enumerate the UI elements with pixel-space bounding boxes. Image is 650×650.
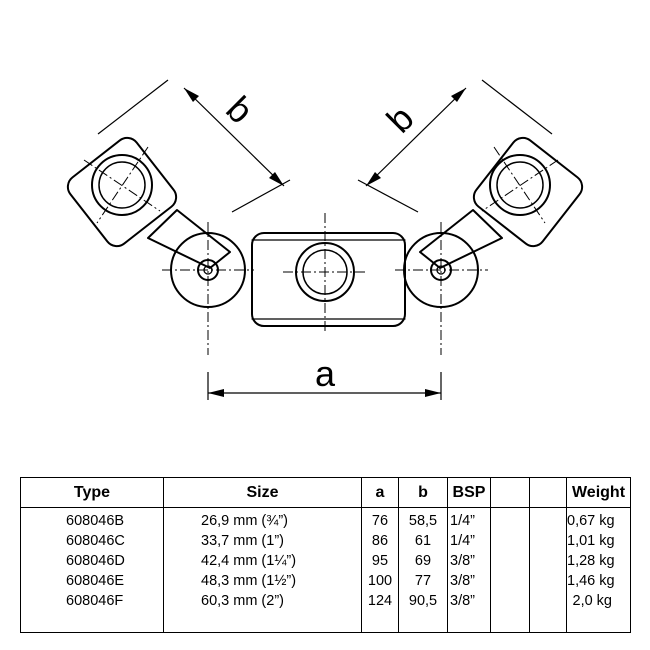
- cell-a: 76: [361, 507, 399, 531]
- centerline-right-socket-b: [493, 146, 546, 224]
- cell-b: 58,5: [398, 507, 448, 531]
- cell-weight: 1,28 kg: [566, 551, 631, 571]
- header-b: b: [398, 477, 448, 508]
- cell-weight: 1,01 kg: [566, 531, 631, 551]
- dim-b-left-arrow-top: [184, 88, 199, 102]
- cell-size: 42,4 mm (1¼”): [163, 551, 362, 571]
- dim-b-right-arrow-bottom: [366, 172, 381, 186]
- header-size: Size: [163, 477, 362, 508]
- centerline-left-socket-b: [96, 146, 149, 224]
- left-arm: [147, 209, 231, 269]
- table-row: 608046F 60,3 mm (2”) 124 90,5 3/8” 2,0 k…: [21, 591, 631, 611]
- left-socket-outer: [91, 154, 153, 216]
- dim-b-right-ext-inner: [357, 179, 419, 213]
- table-header-row: Type Size a b BSP Weight: [20, 477, 631, 508]
- left-socket-block: [66, 136, 178, 248]
- cell-blank: [529, 591, 567, 611]
- table-row: 608046E 48,3 mm (1½”) 100 77 3/8” 1,46 k…: [21, 571, 631, 591]
- dim-a-label: a: [315, 353, 336, 394]
- cell-type: 608046B: [66, 513, 125, 529]
- table-filler-row: [21, 611, 631, 633]
- table-row: 608046C 33,7 mm (1”) 86 61 1/4” 1,01 kg: [21, 531, 631, 551]
- dim-b-left-ext-outer: [97, 79, 169, 135]
- cell-blank: [566, 611, 631, 633]
- right-socket-block: [472, 136, 584, 248]
- cell-b: 61: [398, 531, 448, 551]
- fitting-drawing: a b b: [66, 79, 584, 400]
- cell-blank: [21, 611, 164, 633]
- dim-b-left-ext-inner: [231, 179, 291, 213]
- dim-a-arrow-left: [208, 389, 224, 397]
- cell-a: 95: [361, 551, 399, 571]
- cell-bsp: 1/4”: [447, 507, 491, 531]
- cell-bsp: 3/8”: [447, 571, 491, 591]
- spec-table: Type Size a b BSP Weight 608046B 26,9 mm…: [20, 477, 631, 633]
- cell-size: 48,3 mm (1½”): [163, 571, 362, 591]
- right-arm: [419, 209, 503, 269]
- dim-b-right-label: b: [378, 97, 421, 140]
- cell-size: 33,7 mm (1”): [163, 531, 362, 551]
- cell-blank: [361, 611, 399, 633]
- cell-type: 608046E: [66, 573, 125, 589]
- cell-b: 69: [398, 551, 448, 571]
- dim-b-left-line: [183, 87, 285, 187]
- cell-blank: [490, 571, 530, 591]
- cell-size: 26,9 mm (¾”): [163, 507, 362, 531]
- cell-weight: 2,0 kg: [566, 591, 631, 611]
- cell-b: 90,5: [398, 591, 448, 611]
- cell-bsp: 1/4”: [447, 531, 491, 551]
- cell-blank: [398, 611, 448, 633]
- header-bsp: BSP: [447, 477, 491, 508]
- cell-weight: 1,46 kg: [566, 571, 631, 591]
- cell-blank: [490, 531, 530, 551]
- cell-a: 86: [361, 531, 399, 551]
- centerline-right-socket-a: [481, 159, 559, 212]
- dim-a-arrow-right: [425, 389, 441, 397]
- cell-blank: [490, 611, 530, 633]
- cell-bsp: 3/8”: [447, 551, 491, 571]
- cell-bsp: 3/8”: [447, 591, 491, 611]
- header-type: Type: [20, 477, 164, 508]
- right-socket-inner: [496, 161, 544, 209]
- centerline-left-socket-a: [83, 159, 161, 212]
- header-blank-2: [529, 477, 567, 508]
- cell-size: 60,3 mm (2”): [163, 591, 362, 611]
- cell-type: 608046D: [66, 553, 125, 569]
- left-socket-inner: [98, 161, 146, 209]
- cell-type: 608046F: [66, 593, 124, 609]
- dim-b-right-line: [365, 87, 467, 187]
- cell-b: 77: [398, 571, 448, 591]
- cell-blank: [529, 611, 567, 633]
- right-socket-outer: [489, 154, 551, 216]
- cell-type: 608046C: [66, 533, 125, 549]
- cell-blank: [529, 571, 567, 591]
- header-a: a: [361, 477, 399, 508]
- dim-b-right-ext-outer: [481, 79, 553, 135]
- cell-blank: [529, 531, 567, 551]
- dim-b-right-arrow-top: [451, 88, 466, 102]
- dim-b-left-arrow-bottom: [269, 172, 284, 186]
- cell-blank: [529, 507, 567, 531]
- cell-blank: [490, 591, 530, 611]
- cell-blank: [490, 507, 530, 531]
- center-body: [251, 232, 406, 327]
- cell-a: 100: [361, 571, 399, 591]
- cell-blank: [490, 551, 530, 571]
- cell-blank: [529, 551, 567, 571]
- cell-blank: [447, 611, 491, 633]
- table-row: 608046B 26,9 mm (¾”) 76 58,5 1/4” 0,67 k…: [21, 507, 631, 531]
- dim-b-left-label: b: [218, 88, 261, 131]
- cell-blank: [163, 611, 362, 633]
- header-weight: Weight: [566, 477, 631, 508]
- cell-weight: 0,67 kg: [566, 507, 631, 531]
- header-blank-1: [490, 477, 530, 508]
- cell-a: 124: [361, 591, 399, 611]
- table-row: 608046D 42,4 mm (1¼”) 95 69 3/8” 1,28 kg: [21, 551, 631, 571]
